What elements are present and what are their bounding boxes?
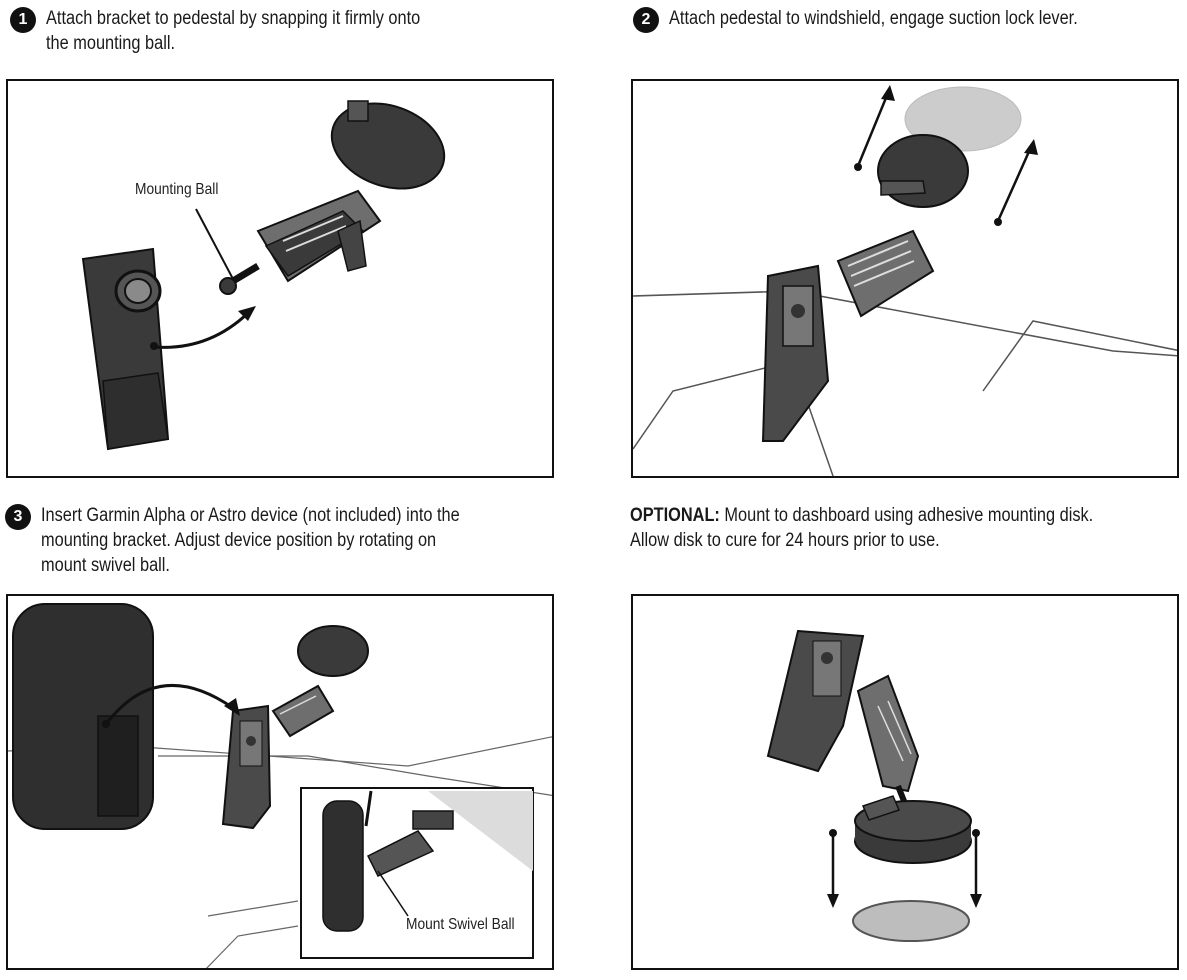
mounting-bracket	[81, 247, 170, 451]
step-2-number: 2	[633, 7, 659, 33]
pedestal-arm	[856, 674, 920, 813]
suction-pedestal	[836, 134, 969, 318]
step-1-line-1: Attach bracket to pedestal by snapping i…	[46, 8, 421, 29]
callout-mounting-ball: Mounting Ball	[135, 181, 219, 198]
panel-2-illustration	[633, 85, 1177, 476]
step-1: 1 Attach bracket to pedestal by snapping…	[10, 6, 481, 56]
panel-step-2	[631, 79, 1179, 478]
mounting-bracket	[761, 264, 830, 442]
step-1-number: 1	[10, 7, 36, 33]
suction-pedestal	[271, 625, 369, 738]
panel-step-1: Mounting Ball	[6, 79, 554, 478]
adhesive-disk	[852, 900, 970, 942]
panel-optional	[631, 594, 1179, 970]
panel-step-3: Mount Swivel Ball	[6, 594, 554, 970]
panel-3-illustration	[8, 603, 552, 968]
step-3-line-1: Insert Garmin Alpha or Astro device (not…	[41, 505, 460, 526]
mounting-bracket	[766, 629, 865, 773]
callout-mount-swivel-ball: Mount Swivel Ball	[406, 916, 515, 933]
optional-line-1: Mount to dashboard using adhesive mounti…	[724, 505, 1094, 526]
mounting-bracket	[221, 704, 272, 830]
garmin-device	[12, 603, 154, 830]
step-3-line-2: mounting bracket. Adjust device position…	[41, 530, 437, 551]
insert-arrow	[104, 684, 234, 725]
suction-base	[854, 795, 972, 864]
optional-line-2: Allow disk to cure for 24 hours prior to…	[630, 530, 940, 551]
attach-arrow	[153, 311, 250, 349]
inset-detail	[300, 787, 534, 959]
step-3-line-3: mount swivel ball.	[41, 555, 170, 576]
optional-label: OPTIONAL:	[630, 505, 720, 526]
step-1-line-2: the mounting ball.	[46, 33, 175, 54]
step-3-number: 3	[5, 504, 31, 530]
panel-4-illustration	[766, 629, 982, 942]
step-2: 2 Attach pedestal to windshield, engage …	[633, 6, 1144, 33]
step-3: 3 Insert Garmin Alpha or Astro device (n…	[5, 503, 528, 578]
step-2-line-1: Attach pedestal to windshield, engage su…	[669, 8, 1078, 29]
optional-note: OPTIONAL: Mount to dashboard using adhes…	[630, 503, 1093, 553]
panel-1-illustration	[81, 100, 446, 451]
suction-pedestal	[219, 100, 446, 295]
